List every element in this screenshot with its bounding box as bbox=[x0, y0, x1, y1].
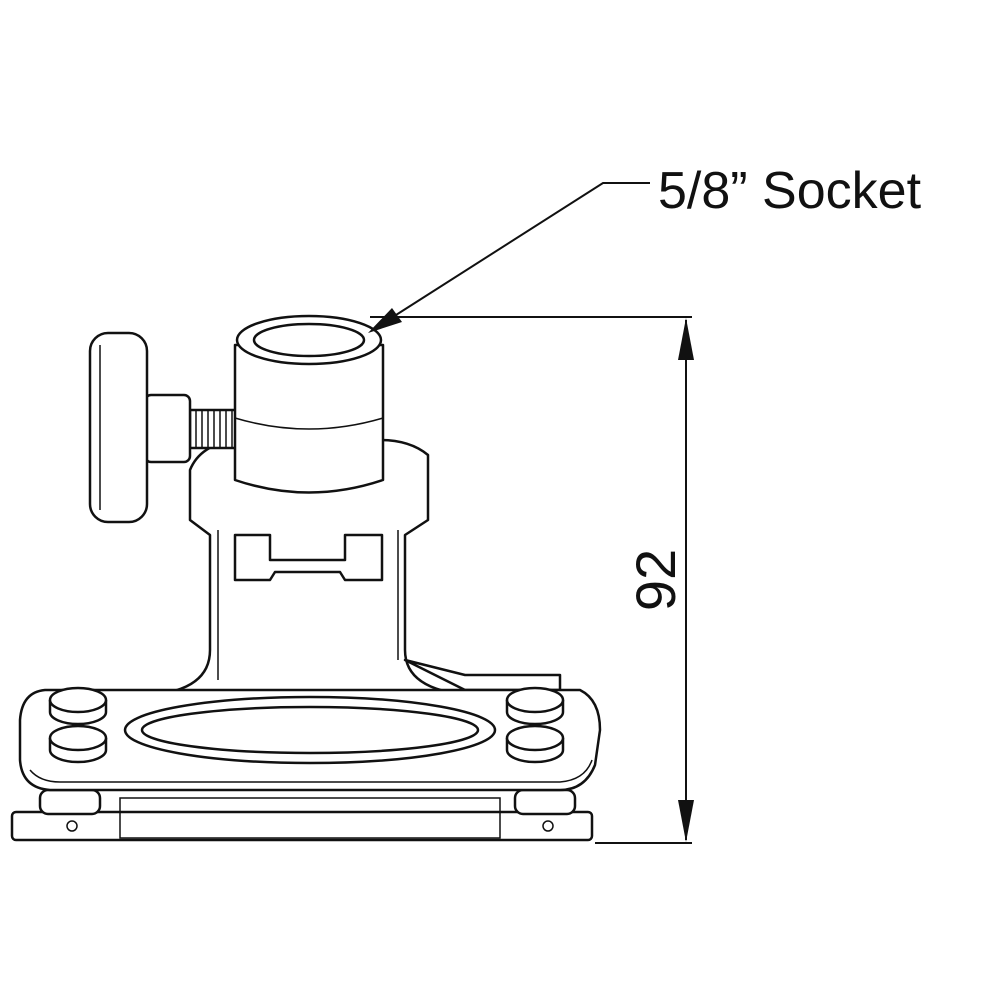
socket-callout-label: 5/8” Socket bbox=[658, 162, 922, 220]
socket bbox=[233, 314, 385, 494]
bolts bbox=[48, 686, 565, 764]
height-dimension bbox=[370, 316, 694, 844]
socket-callout-leader bbox=[368, 182, 650, 333]
bottom-plate bbox=[10, 788, 594, 842]
height-dimension-value: 92 bbox=[624, 549, 687, 611]
thumb-knob bbox=[88, 331, 240, 524]
bracket bbox=[148, 438, 562, 697]
base-plate bbox=[18, 688, 602, 792]
